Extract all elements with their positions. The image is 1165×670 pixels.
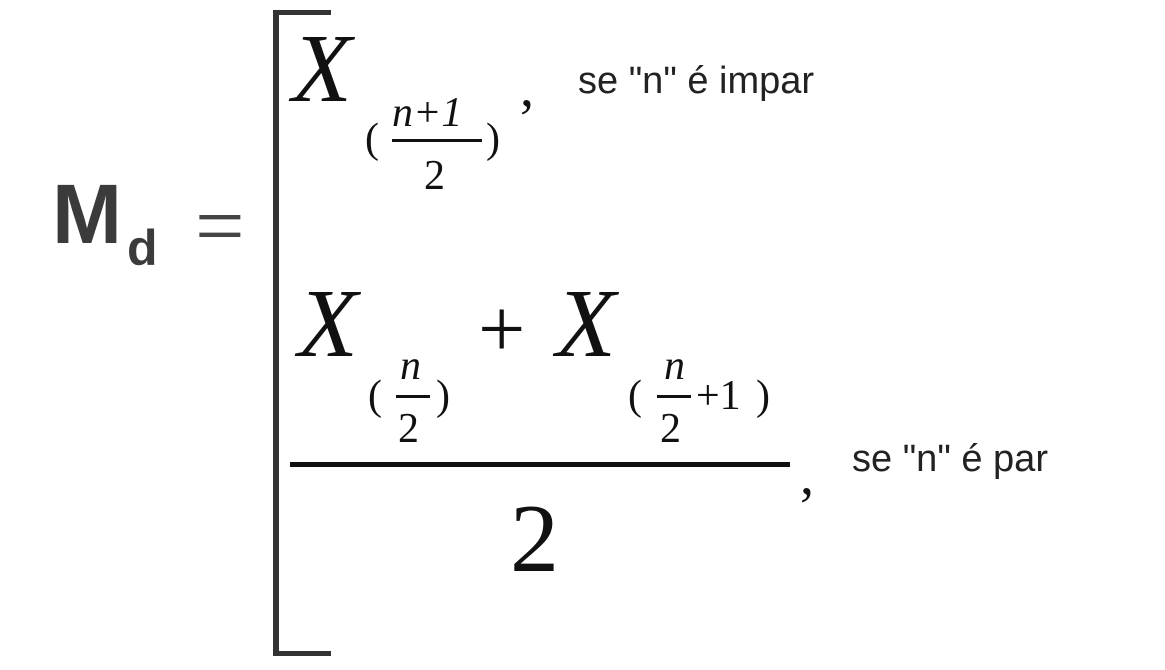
case-even-main-denominator: 2 bbox=[510, 485, 559, 593]
case-odd-condition: se "n" é impar bbox=[578, 60, 815, 102]
case-even-term1-variable: X bbox=[298, 270, 358, 378]
case-even-term2-numerator: n bbox=[664, 343, 685, 389]
case-odd-index-fraction-bar bbox=[392, 139, 482, 142]
case-even-term1-fraction-bar bbox=[396, 395, 430, 398]
case-odd-variable: X bbox=[292, 15, 352, 123]
case-even-term1-numerator: n bbox=[400, 343, 421, 389]
case-odd-index-numerator: n+1 bbox=[392, 90, 463, 136]
case-even-term1-open-paren: ( bbox=[368, 373, 382, 419]
equals-sign: = bbox=[195, 178, 245, 275]
case-even-main-fraction-bar bbox=[290, 462, 790, 467]
case-odd-comma: , bbox=[520, 57, 534, 119]
cases-bracket-top bbox=[273, 10, 331, 15]
case-even-plus-sign: + bbox=[478, 283, 526, 376]
case-even-term2-close-paren: ) bbox=[756, 373, 770, 419]
case-even-term2-plus-one: +1 bbox=[696, 373, 741, 419]
cases-bracket-bottom bbox=[273, 651, 331, 656]
case-odd-open-paren: ( bbox=[365, 116, 379, 162]
case-even-term2-fraction-bar bbox=[657, 395, 691, 398]
case-even-term2-variable: X bbox=[556, 270, 616, 378]
case-even-term2-denominator: 2 bbox=[660, 406, 681, 452]
case-odd-index-denominator: 2 bbox=[424, 153, 445, 199]
case-even-condition: se "n" é par bbox=[852, 438, 1048, 480]
median-symbol: M bbox=[52, 167, 122, 261]
case-even-comma: , bbox=[800, 445, 814, 507]
case-even-term1-close-paren: ) bbox=[436, 373, 450, 419]
case-odd-close-paren: ) bbox=[486, 116, 500, 162]
cases-bracket-vertical bbox=[273, 10, 279, 656]
median-subscript: d bbox=[127, 220, 158, 276]
case-even-term2-open-paren: ( bbox=[628, 373, 642, 419]
case-even-term1-denominator: 2 bbox=[398, 406, 419, 452]
